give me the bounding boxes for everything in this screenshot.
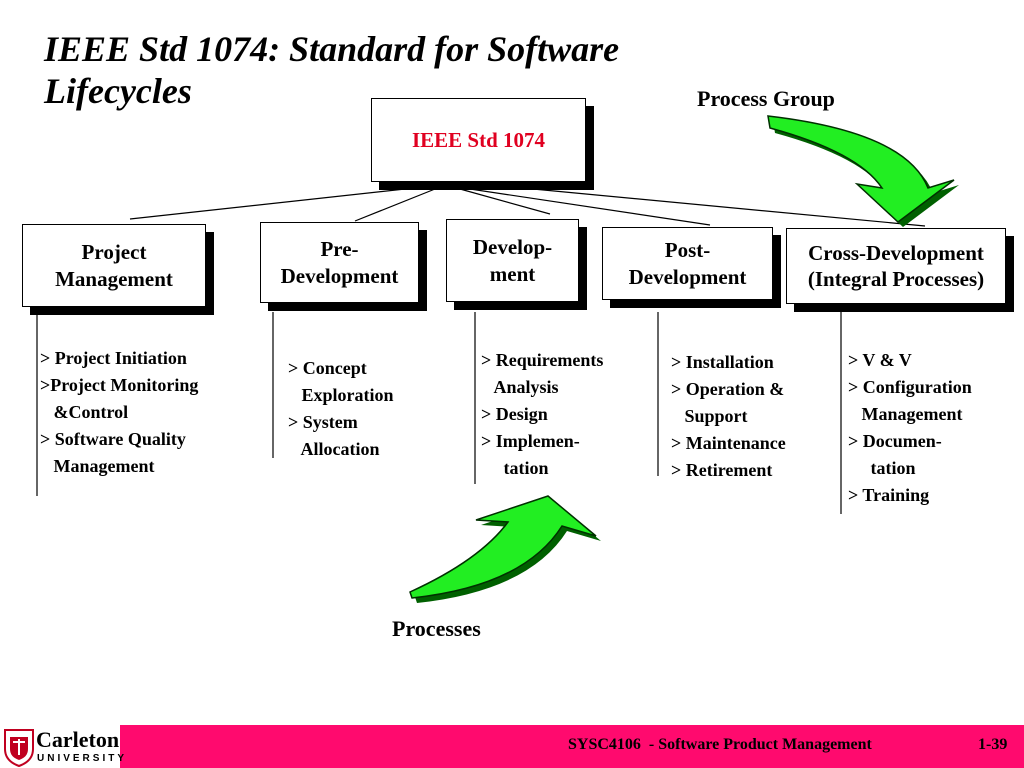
processes-label: Processes (392, 616, 481, 641)
box-development: Develop-ment (446, 219, 579, 302)
box-cross-development: Cross-Development (Integral Processes) (786, 228, 1006, 304)
logo-wordmark: Carleton (36, 727, 120, 752)
arrow-to-processes (409, 495, 601, 603)
list-pre-development: > Concept Exploration > System Allocatio… (288, 358, 394, 459)
connector-cross-development (479, 183, 926, 227)
process-group-label: Process Group (697, 86, 835, 111)
arrow-to-process-group (767, 115, 959, 227)
slide-title: IEEE Std 1074: Standard for Software Lif… (44, 29, 620, 111)
shield-icon (4, 729, 34, 767)
box-pre-development: Pre-Development (260, 222, 419, 303)
box-project-management: Project Management (22, 224, 206, 307)
connector-pre-development (354, 188, 436, 222)
list-project-management: > Project Initiation >Project Monitoring… (40, 348, 199, 476)
course-name: SYSC4106 - Software Product Management (568, 736, 872, 753)
list-post-development: > Installation > Operation & Support > M… (671, 352, 786, 480)
footer-bar (120, 725, 1024, 768)
logo-subtitle: UNIVERSITY (37, 753, 128, 764)
connector-development (459, 188, 551, 215)
list-development: > Requirements Analysis > Design > Imple… (481, 350, 604, 478)
root-box: IEEE Std 1074 (371, 98, 586, 182)
connector-project-management (129, 188, 406, 220)
box-post-development: Post-Development (602, 227, 773, 300)
list-cross-development: > V & V > Configuration Management > Doc… (848, 350, 972, 505)
connector-post-development (469, 188, 711, 226)
page-number: 1-39 (978, 736, 1008, 753)
carleton-logo (0, 725, 120, 768)
